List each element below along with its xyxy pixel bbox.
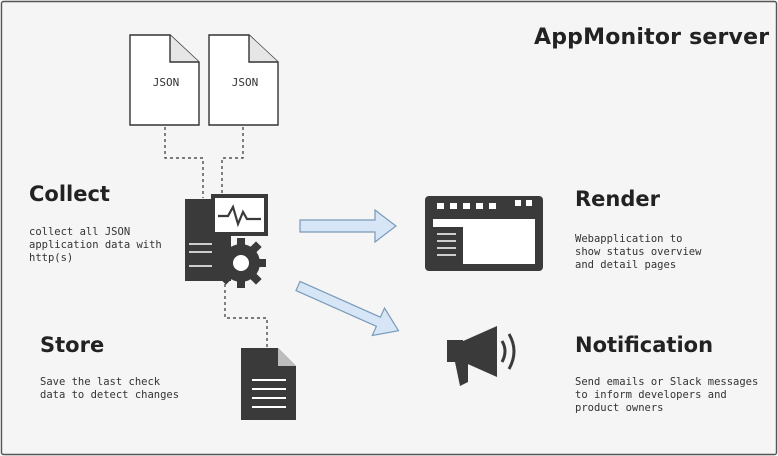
notification-heading: Notification <box>575 333 714 357</box>
server-monitor-icon <box>185 194 268 281</box>
json-document-icon: JSON <box>208 34 279 126</box>
arrow-right-icon <box>299 208 397 244</box>
render-description: Webapplication to show status overview a… <box>575 233 702 271</box>
arrow-right-icon <box>295 280 400 337</box>
diagram-title: AppMonitor server <box>534 25 770 50</box>
notification-description: Send emails or Slack messages to inform … <box>575 376 759 414</box>
browser-window-icon <box>425 196 543 271</box>
gear-icon <box>216 238 266 288</box>
store-heading: Store <box>40 333 105 357</box>
json-document-label: JSON <box>232 76 259 89</box>
collect-heading: Collect <box>29 182 110 206</box>
json-document-icon: JSON <box>129 34 200 126</box>
dashed-connector <box>164 127 268 347</box>
megaphone-icon <box>447 326 516 386</box>
render-heading: Render <box>575 187 660 211</box>
collect-description: collect all JSON application data with h… <box>29 226 162 264</box>
json-document-label: JSON <box>153 76 180 89</box>
store-description: Save the last check data to detect chang… <box>40 376 180 401</box>
document-icon <box>241 348 296 420</box>
